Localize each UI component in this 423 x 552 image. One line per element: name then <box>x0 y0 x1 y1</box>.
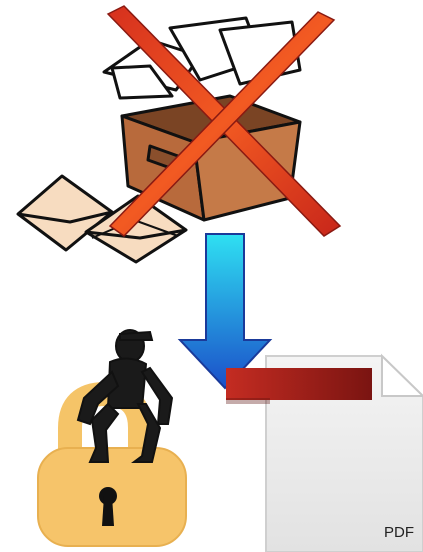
person-silhouette-icon <box>78 330 172 462</box>
pdf-file-label: PDF <box>384 524 414 541</box>
pdf-file-icon <box>226 356 423 552</box>
archive-box-icon <box>104 18 300 220</box>
down-arrow-icon <box>180 234 270 388</box>
